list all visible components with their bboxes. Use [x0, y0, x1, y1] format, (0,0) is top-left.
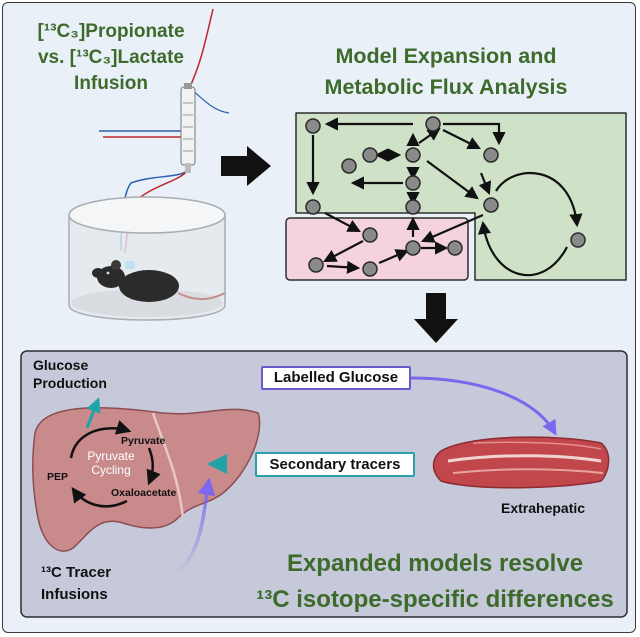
tracer-title: [¹³C₃]Propionate vs. [¹³C₃]Lactate Infus…	[21, 19, 201, 97]
muscle-icon	[432, 436, 610, 489]
mouse-icon	[92, 260, 226, 302]
glucose-production-arrow	[85, 397, 101, 429]
tracer-title-line3: Infusion	[74, 73, 148, 94]
labelled-glucose-arrow	[410, 376, 557, 436]
network-edges	[306, 117, 583, 277]
glucose-production-label: Glucose Production	[33, 357, 107, 391]
liver-icon	[32, 407, 261, 552]
secondary-tracers-box: Secondary tracers	[255, 452, 415, 477]
extrahepatic-label: Extrahepatic	[501, 500, 586, 516]
labelled-glucose-box: Labelled Glucose	[261, 366, 411, 390]
right-arrow	[221, 146, 271, 186]
expanded-title-line1: Expanded models resolve	[286, 550, 584, 577]
pyruvate-label: Pyruvate	[121, 435, 166, 447]
pyruvate-cycle	[69, 420, 161, 508]
network-nodes	[305, 116, 586, 277]
tracer-title-line2: vs. [¹³C₃]Lactate	[37, 47, 185, 68]
oxaloacetate-label: Oxaloacetate	[111, 487, 177, 499]
tracer-infusions-label: ¹³C Tracer Infusions	[41, 564, 112, 603]
model-title-line2: Metabolic Flux Analysis	[324, 75, 568, 99]
expanded-title: Expanded models resolve ¹³C isotope-spec…	[235, 546, 635, 618]
pyruvate-cycling-label: Pyruvate Cycling	[87, 449, 135, 477]
tracer-infusions-arrow	[176, 477, 216, 575]
down-arrow	[414, 293, 458, 343]
syringe-icon	[180, 83, 196, 173]
model-title-line1: Model Expansion and	[335, 44, 557, 68]
beaker-icon	[68, 196, 226, 321]
expanded-title-line2: ¹³C isotope-specific differences	[256, 586, 614, 613]
model-title: Model Expansion and Metabolic Flux Analy…	[291, 41, 601, 103]
pep-label: PEP	[47, 471, 69, 483]
tracer-title-line1: [¹³C₃]Propionate	[37, 21, 185, 42]
